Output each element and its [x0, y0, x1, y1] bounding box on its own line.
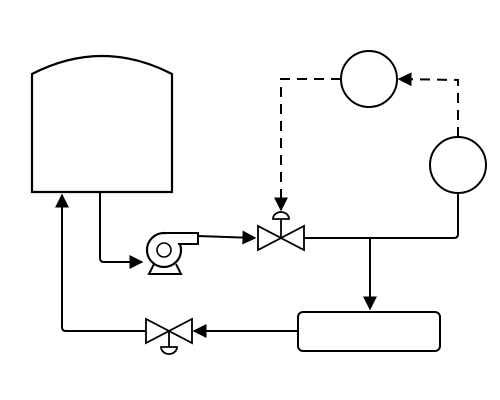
transmitter: [429, 136, 487, 194]
signal-line-transmitter-to-controller: [397, 72, 459, 137]
storage-tank: [30, 55, 174, 194]
centrifugal-pump: [145, 231, 199, 275]
process-line-to-transmitter: [370, 193, 459, 239]
signal-line-controller-to-valve: [274, 78, 341, 212]
receiver-vessel: [297, 311, 441, 352]
controller: [340, 50, 398, 108]
process-line-return-valve-to-tank: [55, 193, 146, 332]
control-valve: [257, 211, 305, 252]
process-line-pump-to-valve: [197, 230, 257, 245]
return-valve: [145, 317, 193, 355]
process-line-valve-to-receiver: [304, 237, 377, 311]
process-line-tank-to-pump: [99, 192, 144, 269]
